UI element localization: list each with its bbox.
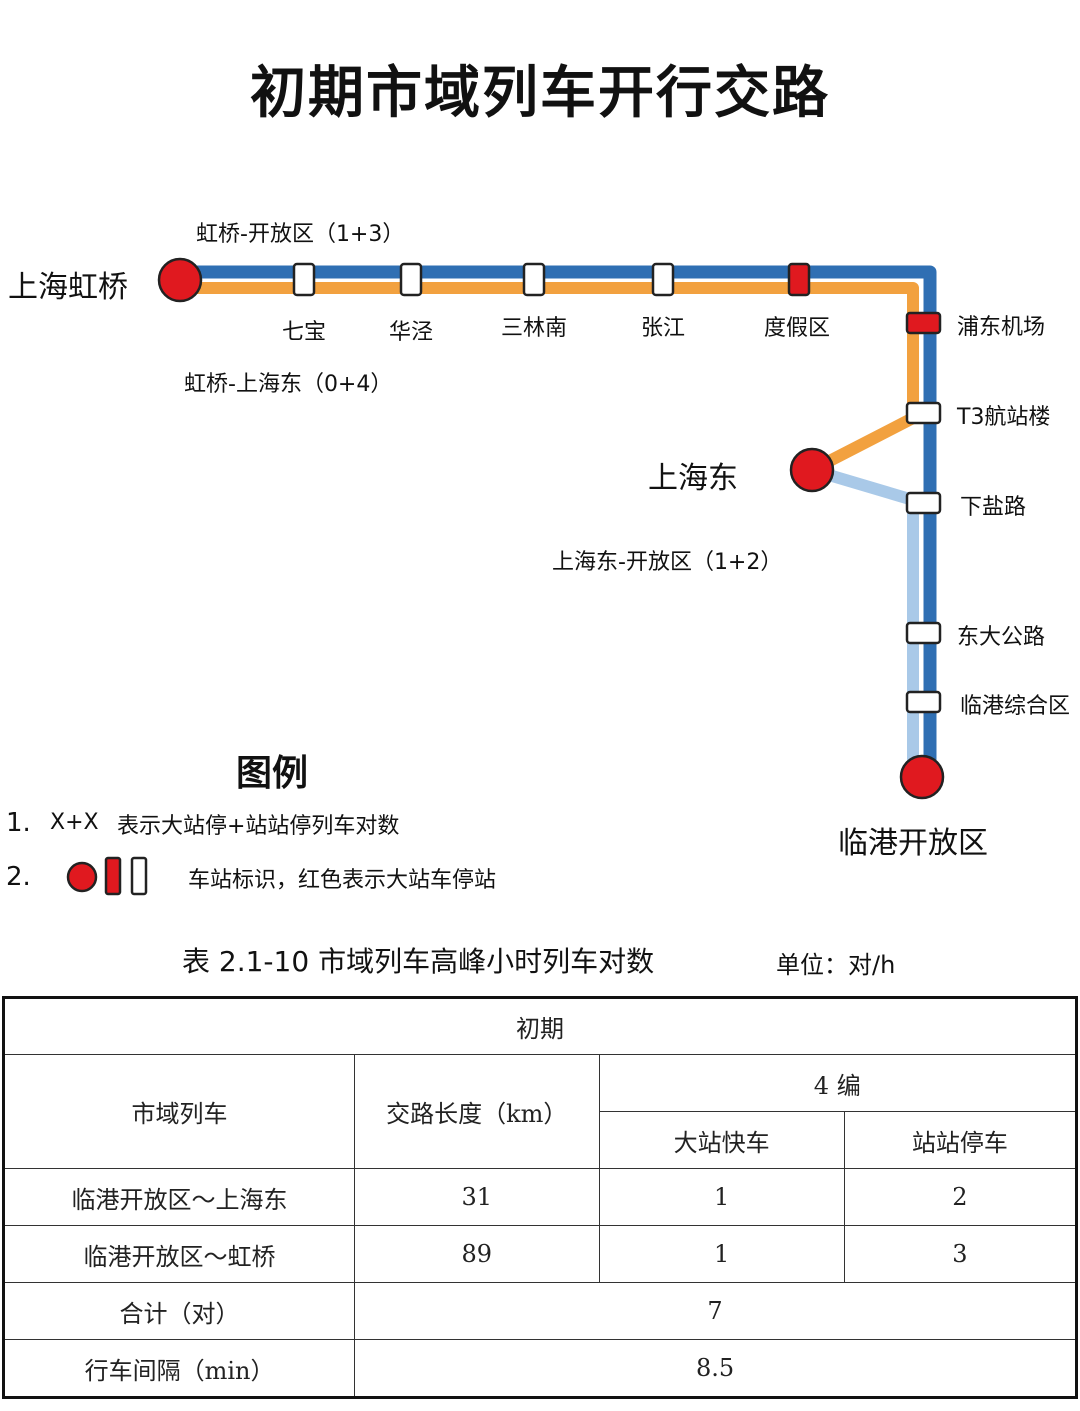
table-col-express: 大站快车: [598, 1111, 845, 1169]
table-cell-route: 临港开放区～虹桥: [2, 1225, 356, 1283]
table-col-train: 市域列车: [2, 1054, 356, 1169]
legend-item2-text: 车站标识，红色表示大站车停站: [188, 868, 497, 893]
terminal-label-lingang: 临港开放区: [838, 826, 988, 861]
table-cell-local: 2: [843, 1168, 1078, 1226]
table-cell-route: 临港开放区～上海东: [2, 1168, 356, 1226]
legend-item1-code: X+X: [50, 810, 99, 835]
table-row-total: 合计（对） 7: [2, 1282, 1077, 1340]
station-marker-xiayanlu: [905, 491, 942, 515]
terminal-label-shanghaidong: 上海东: [648, 461, 738, 496]
station-label-t3: T3航站楼: [957, 405, 1051, 430]
table-period-header: 初期: [3, 997, 1077, 1055]
table-row: 临港开放区～虹桥 89 1 3: [2, 1225, 1078, 1283]
terminal-marker-lingang: [899, 754, 945, 800]
station-marker-qibao: [292, 262, 316, 297]
terminal-marker-hongqiao: [157, 257, 203, 303]
station-marker-dujiaqu: [787, 262, 811, 297]
line-hongqiao-shanghaidong: [174, 282, 919, 476]
station-label-zhangjiang: 张江: [641, 316, 686, 341]
table-unit: 单位：对/h: [776, 951, 896, 979]
station-marker-dongdagonglu: [905, 621, 942, 645]
terminal-label-hongqiao: 上海虹桥: [8, 270, 128, 305]
route-label-hongqiao-kaifangqu: 虹桥-开放区（1+3）: [196, 222, 405, 247]
legend-item2-number: 2.: [6, 862, 31, 892]
legend-white-rect-icon: [130, 856, 148, 896]
table-cell-express: 1: [598, 1225, 845, 1283]
table-row-interval: 行车间隔（min） 8.5: [2, 1339, 1077, 1398]
station-label-xiayanlu: 下盐路: [960, 495, 1027, 520]
station-label-lingang-zonghequ: 临港综合区: [960, 694, 1071, 719]
diagram-title: 初期市域列车开行交路: [250, 61, 830, 126]
station-label-huajing: 华泾: [389, 320, 434, 345]
table-caption: 表 2.1-10 市域列车高峰小时列车对数: [182, 945, 655, 978]
station-label-dujiaqu: 度假区: [764, 316, 831, 341]
route-label-shanghaidong-kaifangqu: 上海东-开放区（1+2）: [552, 550, 783, 575]
table-total-label: 合计（对）: [2, 1282, 356, 1340]
table-total-value: 7: [354, 1282, 1077, 1340]
legend-red-rect-icon: [104, 856, 122, 896]
station-label-qibao: 七宝: [282, 320, 327, 345]
station-marker-sanlinnan: [522, 262, 546, 297]
legend-circle-icon: [66, 861, 98, 893]
table-interval-label: 行车间隔（min）: [2, 1339, 356, 1398]
station-marker-zhangjiang: [651, 262, 675, 297]
table-col-formation: 4 编: [598, 1054, 1077, 1112]
legend-item1-text: 表示大站停+站站停列车对数: [117, 814, 400, 839]
table-cell-express: 1: [598, 1168, 845, 1226]
route-map: [66, 257, 945, 896]
station-label-dongdagonglu: 东大公路: [957, 625, 1046, 650]
table-cell-length: 89: [354, 1225, 600, 1283]
train-pairs-table: 初期 市域列车 交路长度（km） 4 编 大站快车 站站停车 临港开放区～上海东…: [2, 996, 1078, 1399]
legend-title: 图例: [236, 753, 309, 794]
table-cell-local: 3: [843, 1225, 1078, 1283]
station-marker-huajing: [399, 262, 423, 297]
line-hongqiao-lingang: [173, 265, 937, 782]
table-cell-length: 31: [354, 1168, 600, 1226]
station-label-pudong-airport: 浦东机场: [957, 315, 1046, 340]
terminal-marker-shanghaidong: [789, 447, 835, 493]
table-row: 临港开放区～上海东 31 1 2: [2, 1168, 1078, 1226]
route-label-hongqiao-shanghaidong: 虹桥-上海东（0+4）: [184, 372, 393, 397]
station-marker-lingang-zonghequ: [905, 690, 942, 714]
station-marker-pudong-airport: [905, 311, 942, 335]
line-shanghaidong-lingang: [806, 464, 919, 781]
table-col-local: 站站停车: [843, 1111, 1078, 1169]
legend-item1-number: 1.: [6, 808, 31, 838]
station-label-sanlinnan: 三林南: [501, 316, 568, 341]
table-col-length: 交路长度（km）: [354, 1054, 600, 1169]
station-marker-t3: [905, 401, 942, 425]
table-interval-value: 8.5: [354, 1339, 1077, 1398]
